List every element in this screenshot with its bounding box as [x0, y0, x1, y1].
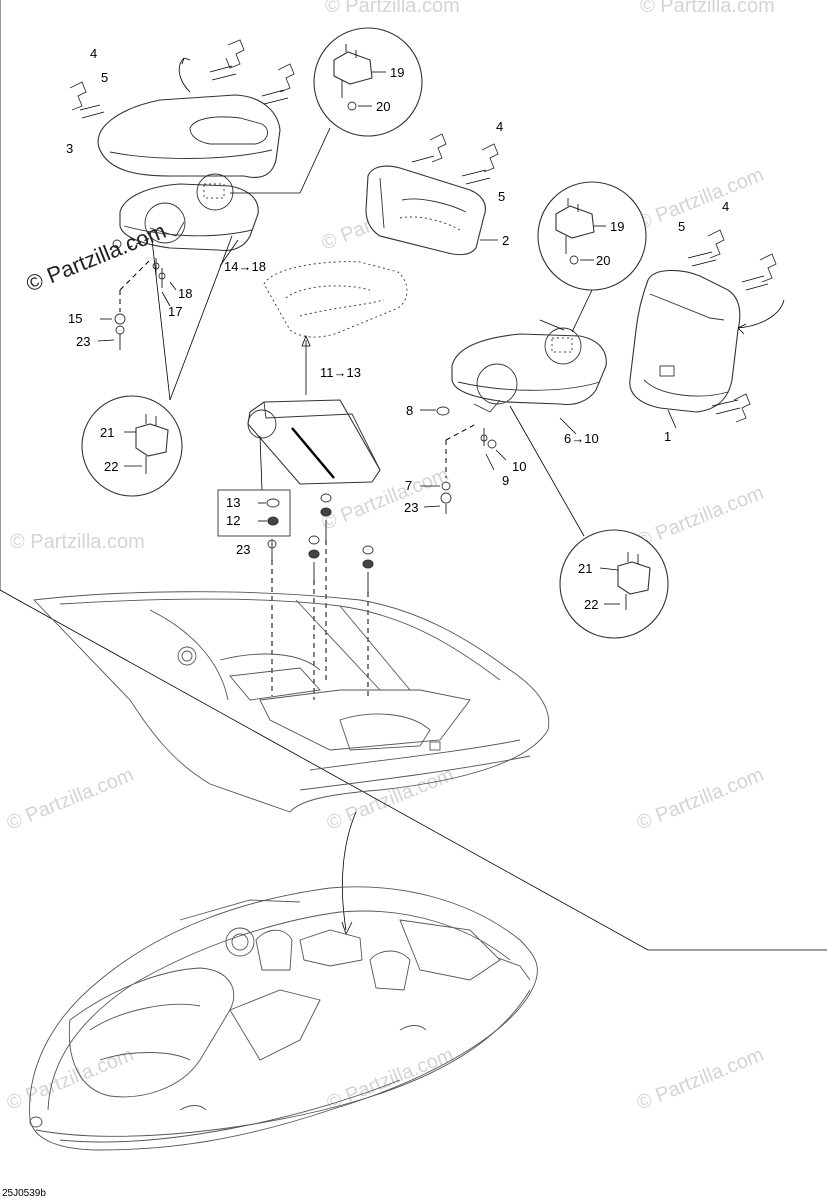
- callout-4: 4: [90, 46, 97, 61]
- section-border: [0, 0, 827, 951]
- part-14-seat-base: [119, 173, 259, 252]
- detail-circle-right-bottom: [509, 405, 669, 639]
- watermark-text: © Partzilla.com: [325, 0, 460, 17]
- callout-10: 10: [512, 459, 526, 474]
- callout-23: 23: [404, 500, 418, 515]
- callout-21: 21: [578, 561, 592, 576]
- part-6-seat-base: [451, 319, 607, 413]
- watermark-text: © Partzilla.com: [4, 764, 137, 835]
- callout-6-10: 6→10: [564, 431, 599, 446]
- callout-9: 9: [502, 473, 509, 488]
- callout-4: 4: [722, 199, 729, 214]
- hardware-right: [420, 406, 577, 514]
- part-2-seat-back: [365, 165, 498, 256]
- boat-deck-section: [33, 591, 550, 936]
- callout-4: 4: [496, 119, 503, 134]
- part-11-storage-lid: [247, 334, 381, 491]
- callout-14-18: 14→18: [224, 259, 266, 274]
- watermark-main: © Partzilla.com: [23, 218, 170, 297]
- fastener-columns-center: [267, 493, 374, 700]
- hinge-bracket-icon: [69, 39, 295, 119]
- callout-19: 19: [610, 219, 624, 234]
- watermark-text: © Partzilla.com: [634, 764, 767, 835]
- callout-5: 5: [498, 189, 505, 204]
- callout-7: 7: [405, 478, 412, 493]
- seat-outline-dotted: [263, 261, 408, 338]
- watermark-text: © Partzilla.com: [634, 482, 767, 553]
- detail-circle-right-top: [537, 181, 647, 333]
- watermark-text: © Partzilla.com: [10, 531, 145, 553]
- hinge-bracket-icon: [687, 229, 777, 423]
- watermark-text: © Partzilla.com: [634, 164, 767, 235]
- callout-labels: 1 2 3 4 4 4 5 5 5 6→10 7 8 9 10 11→13 12…: [66, 46, 729, 612]
- callout-5: 5: [678, 219, 685, 234]
- callout-15: 15: [68, 311, 82, 326]
- part-3-seat-back-cushion: [97, 57, 281, 178]
- callout-20: 20: [596, 253, 610, 268]
- callout-22: 22: [104, 459, 118, 474]
- callout-23: 23: [76, 334, 90, 349]
- callout-13: 13: [226, 495, 240, 510]
- callout-12: 12: [226, 513, 240, 528]
- callout-17: 17: [168, 304, 182, 319]
- callout-3: 3: [66, 141, 73, 156]
- callout-5: 5: [101, 70, 108, 85]
- callout-21: 21: [100, 425, 114, 440]
- callout-1: 1: [664, 429, 671, 444]
- callout-2: 2: [502, 233, 509, 248]
- watermark-text: © Partzilla.com: [4, 1044, 137, 1115]
- part-1-backrest: [629, 269, 785, 429]
- callout-18: 18: [178, 286, 192, 301]
- callout-20: 20: [376, 99, 390, 114]
- watermark-text: © Partzilla.com: [634, 1044, 767, 1115]
- callout-box-12-13: [217, 489, 291, 537]
- callout-22: 22: [584, 597, 598, 612]
- boat-overview: [29, 886, 538, 1151]
- callout-8: 8: [406, 403, 413, 418]
- watermark-text: © Partzilla.com: [640, 0, 775, 17]
- callout-11-13: 11→13: [320, 365, 361, 380]
- hinge-bracket-icon: [411, 133, 499, 185]
- detail-circle-top-center: [230, 27, 423, 194]
- callout-23: 23: [236, 542, 250, 557]
- callout-19: 19: [390, 65, 404, 80]
- diagram-code: 25J0539b: [2, 1188, 46, 1199]
- watermark-text: © Partzilla.com: [324, 1044, 457, 1115]
- hardware-left: [97, 237, 239, 350]
- watermark-text: © Partzilla.com: [324, 764, 457, 835]
- detail-circle-left: [81, 235, 233, 497]
